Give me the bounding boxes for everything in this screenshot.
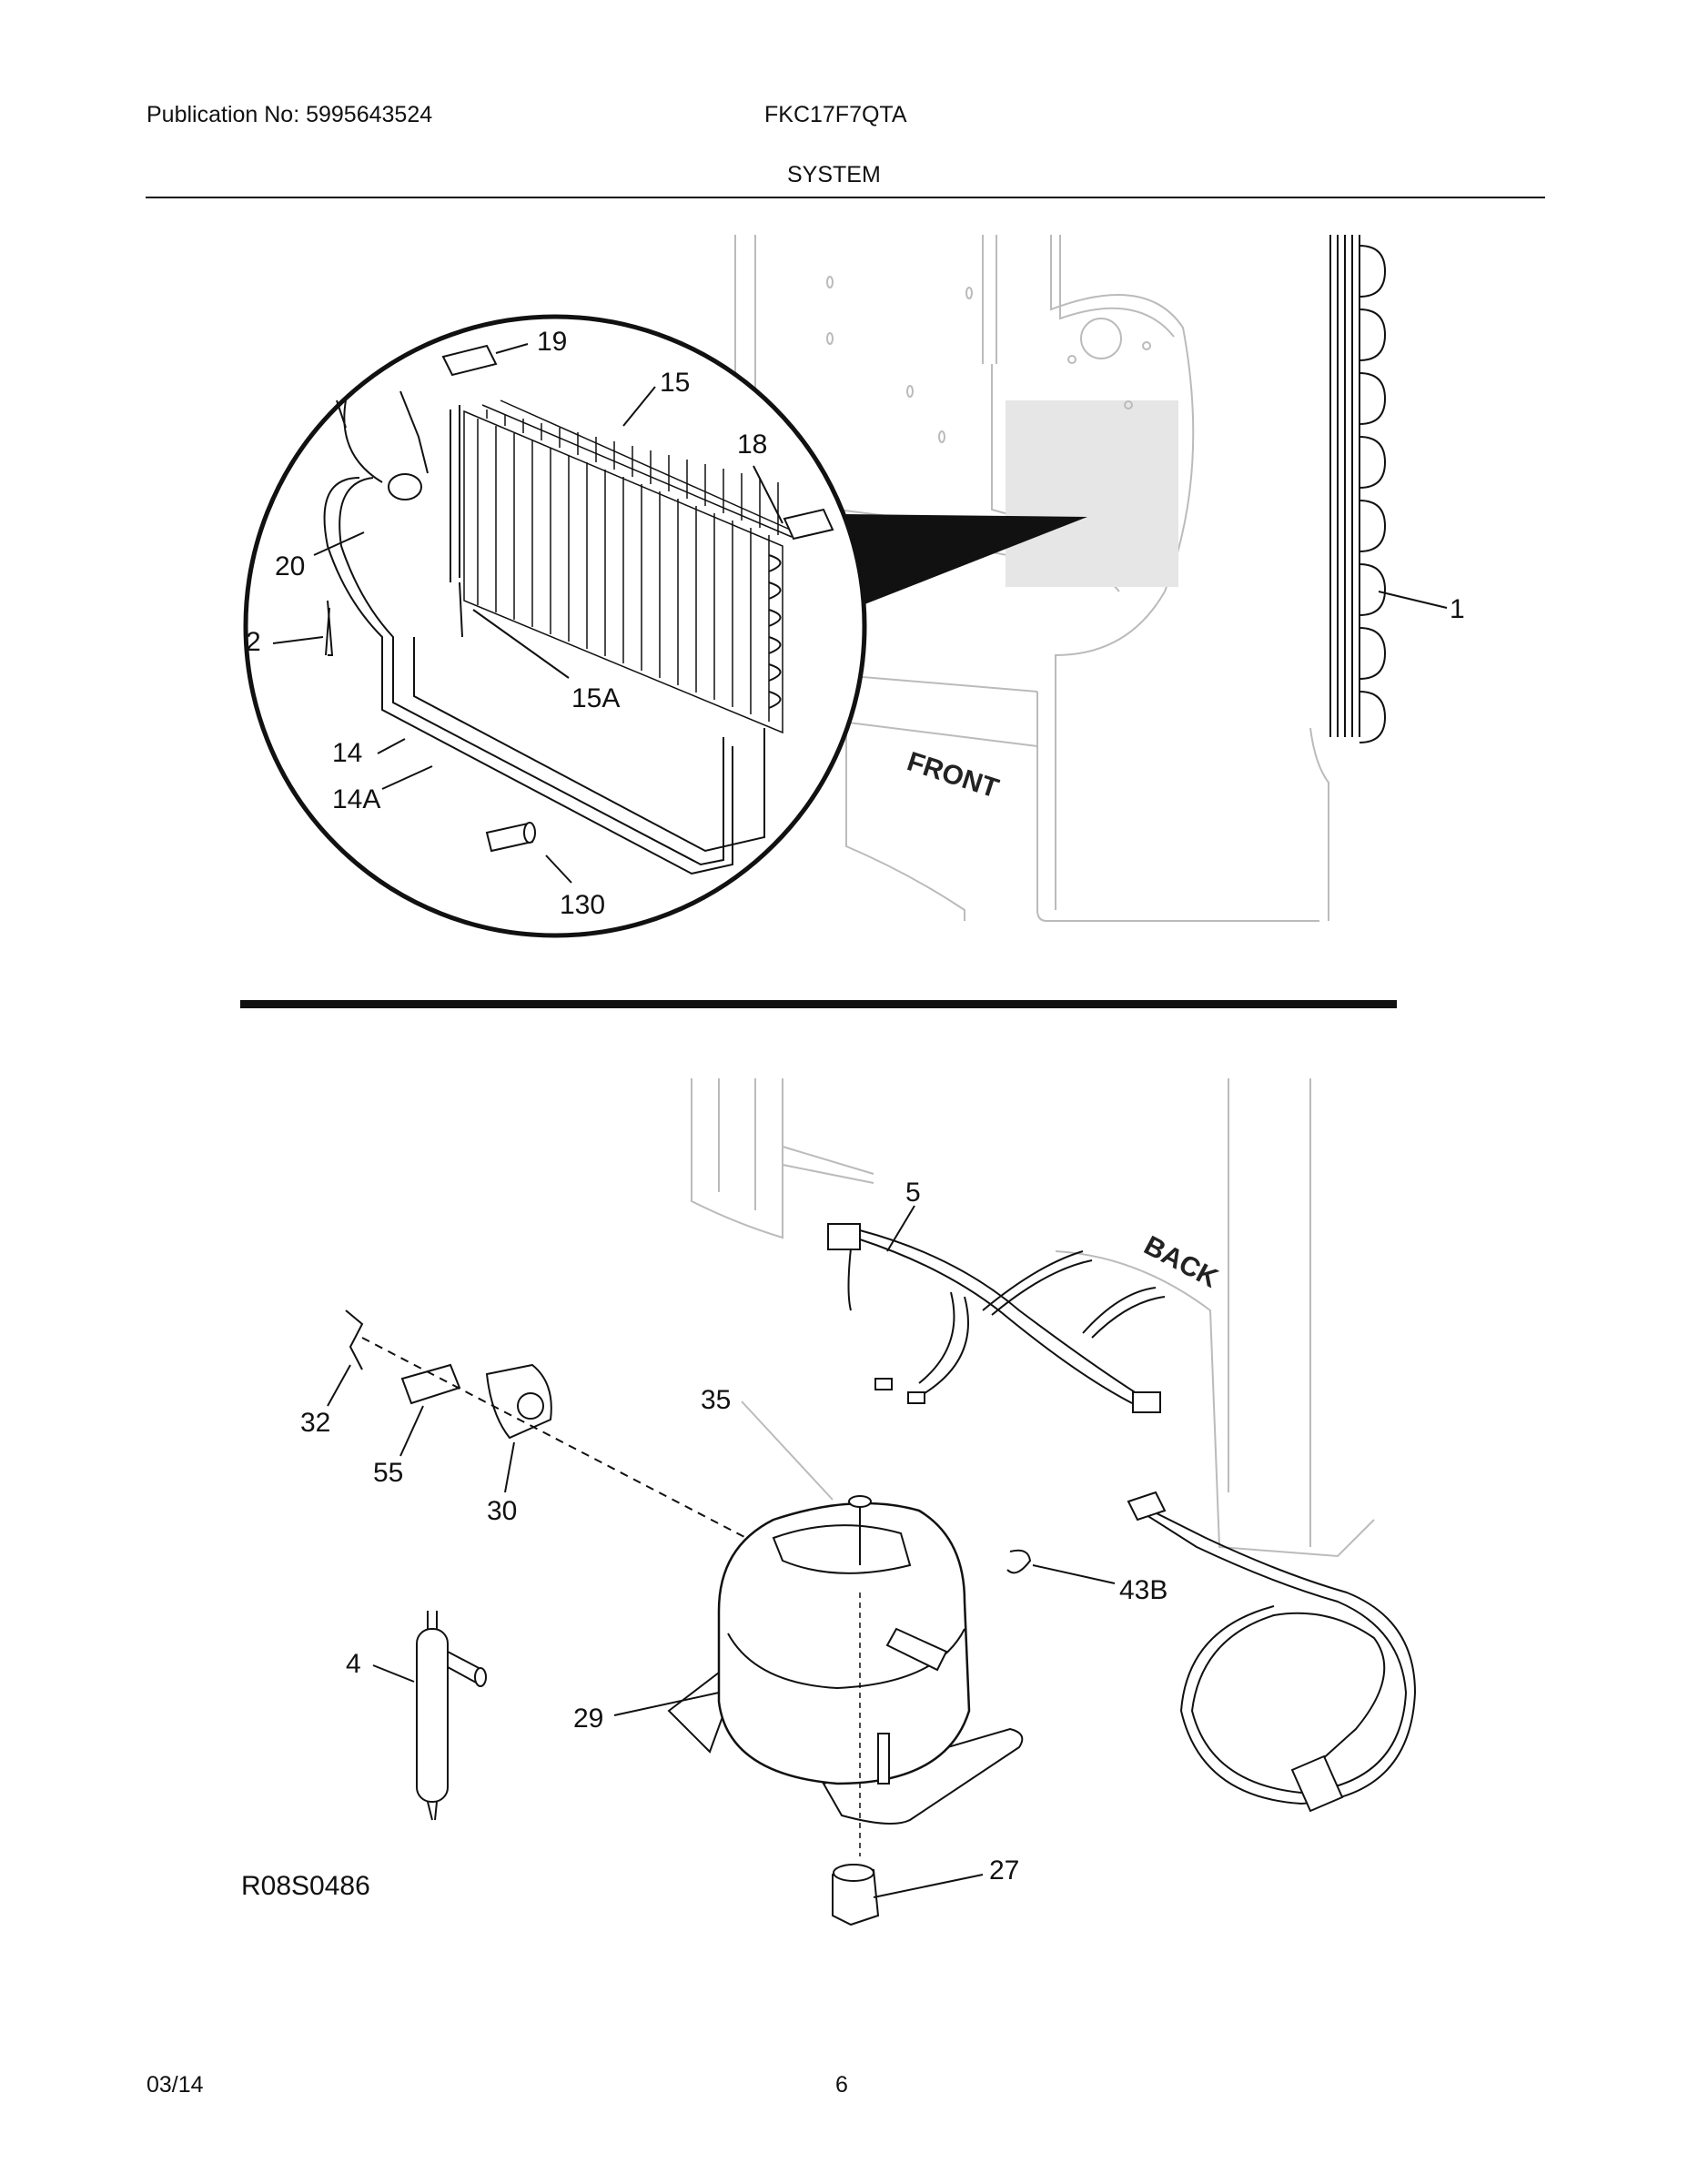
callout-27: 27 [989, 1855, 1019, 1886]
header-rule [146, 197, 1545, 198]
publication-number: Publication No: 5995643524 [147, 102, 433, 127]
callouts-top: 19 15 18 20 2 15A 14 14A 130 1 [246, 327, 1465, 920]
leaders-bottom [327, 1205, 1116, 1898]
callouts-bottom: 5 32 55 30 35 43B 4 29 27 R08S0486 [241, 1178, 1167, 1901]
callout-1: 1 [1450, 594, 1465, 624]
compressor [667, 1495, 1024, 1926]
power-cord [1006, 1491, 1417, 1813]
front-label: FRONT [904, 746, 1002, 804]
wire-harness [827, 1223, 1166, 1413]
drawing-code: R08S0486 [241, 1871, 370, 1901]
callout-20: 20 [275, 551, 305, 581]
callout-43b: 43B [1119, 1575, 1167, 1605]
callout-14a: 14A [332, 784, 380, 814]
pad-18 [783, 508, 834, 541]
callout-19: 19 [537, 327, 567, 357]
condenser [1329, 235, 1387, 743]
callout-4: 4 [346, 1649, 361, 1679]
section-title: SYSTEM [787, 162, 881, 187]
callout-29: 29 [573, 1704, 603, 1734]
filter-drier [416, 1611, 487, 1821]
evaporator-fins [450, 399, 797, 734]
compressor-electrics [345, 1309, 747, 1539]
model-number: FKC17F7QTA [764, 102, 907, 127]
callout-130: 130 [560, 890, 605, 920]
back-label: BACK [1139, 1230, 1223, 1294]
callout-15a: 15A [571, 683, 620, 713]
callout-15: 15 [660, 368, 690, 398]
leaders-top [272, 343, 1448, 884]
callout-5: 5 [905, 1178, 921, 1208]
callout-32: 32 [300, 1408, 330, 1438]
callout-18: 18 [737, 430, 767, 460]
section-separator [240, 1000, 1397, 1008]
pad-19 [441, 344, 498, 377]
zoom-pointer [844, 514, 1087, 610]
evaporator-detail-circle [243, 314, 867, 938]
cabinet-outline-bottom: BACK [691, 1078, 1375, 1558]
page-number: 6 [835, 2072, 848, 2098]
callout-30: 30 [487, 1496, 517, 1526]
callout-2: 2 [246, 627, 261, 657]
callout-55: 55 [373, 1458, 403, 1488]
callout-14: 14 [332, 738, 362, 768]
callout-35: 35 [701, 1385, 731, 1415]
footer-date: 03/14 [147, 2072, 204, 2098]
